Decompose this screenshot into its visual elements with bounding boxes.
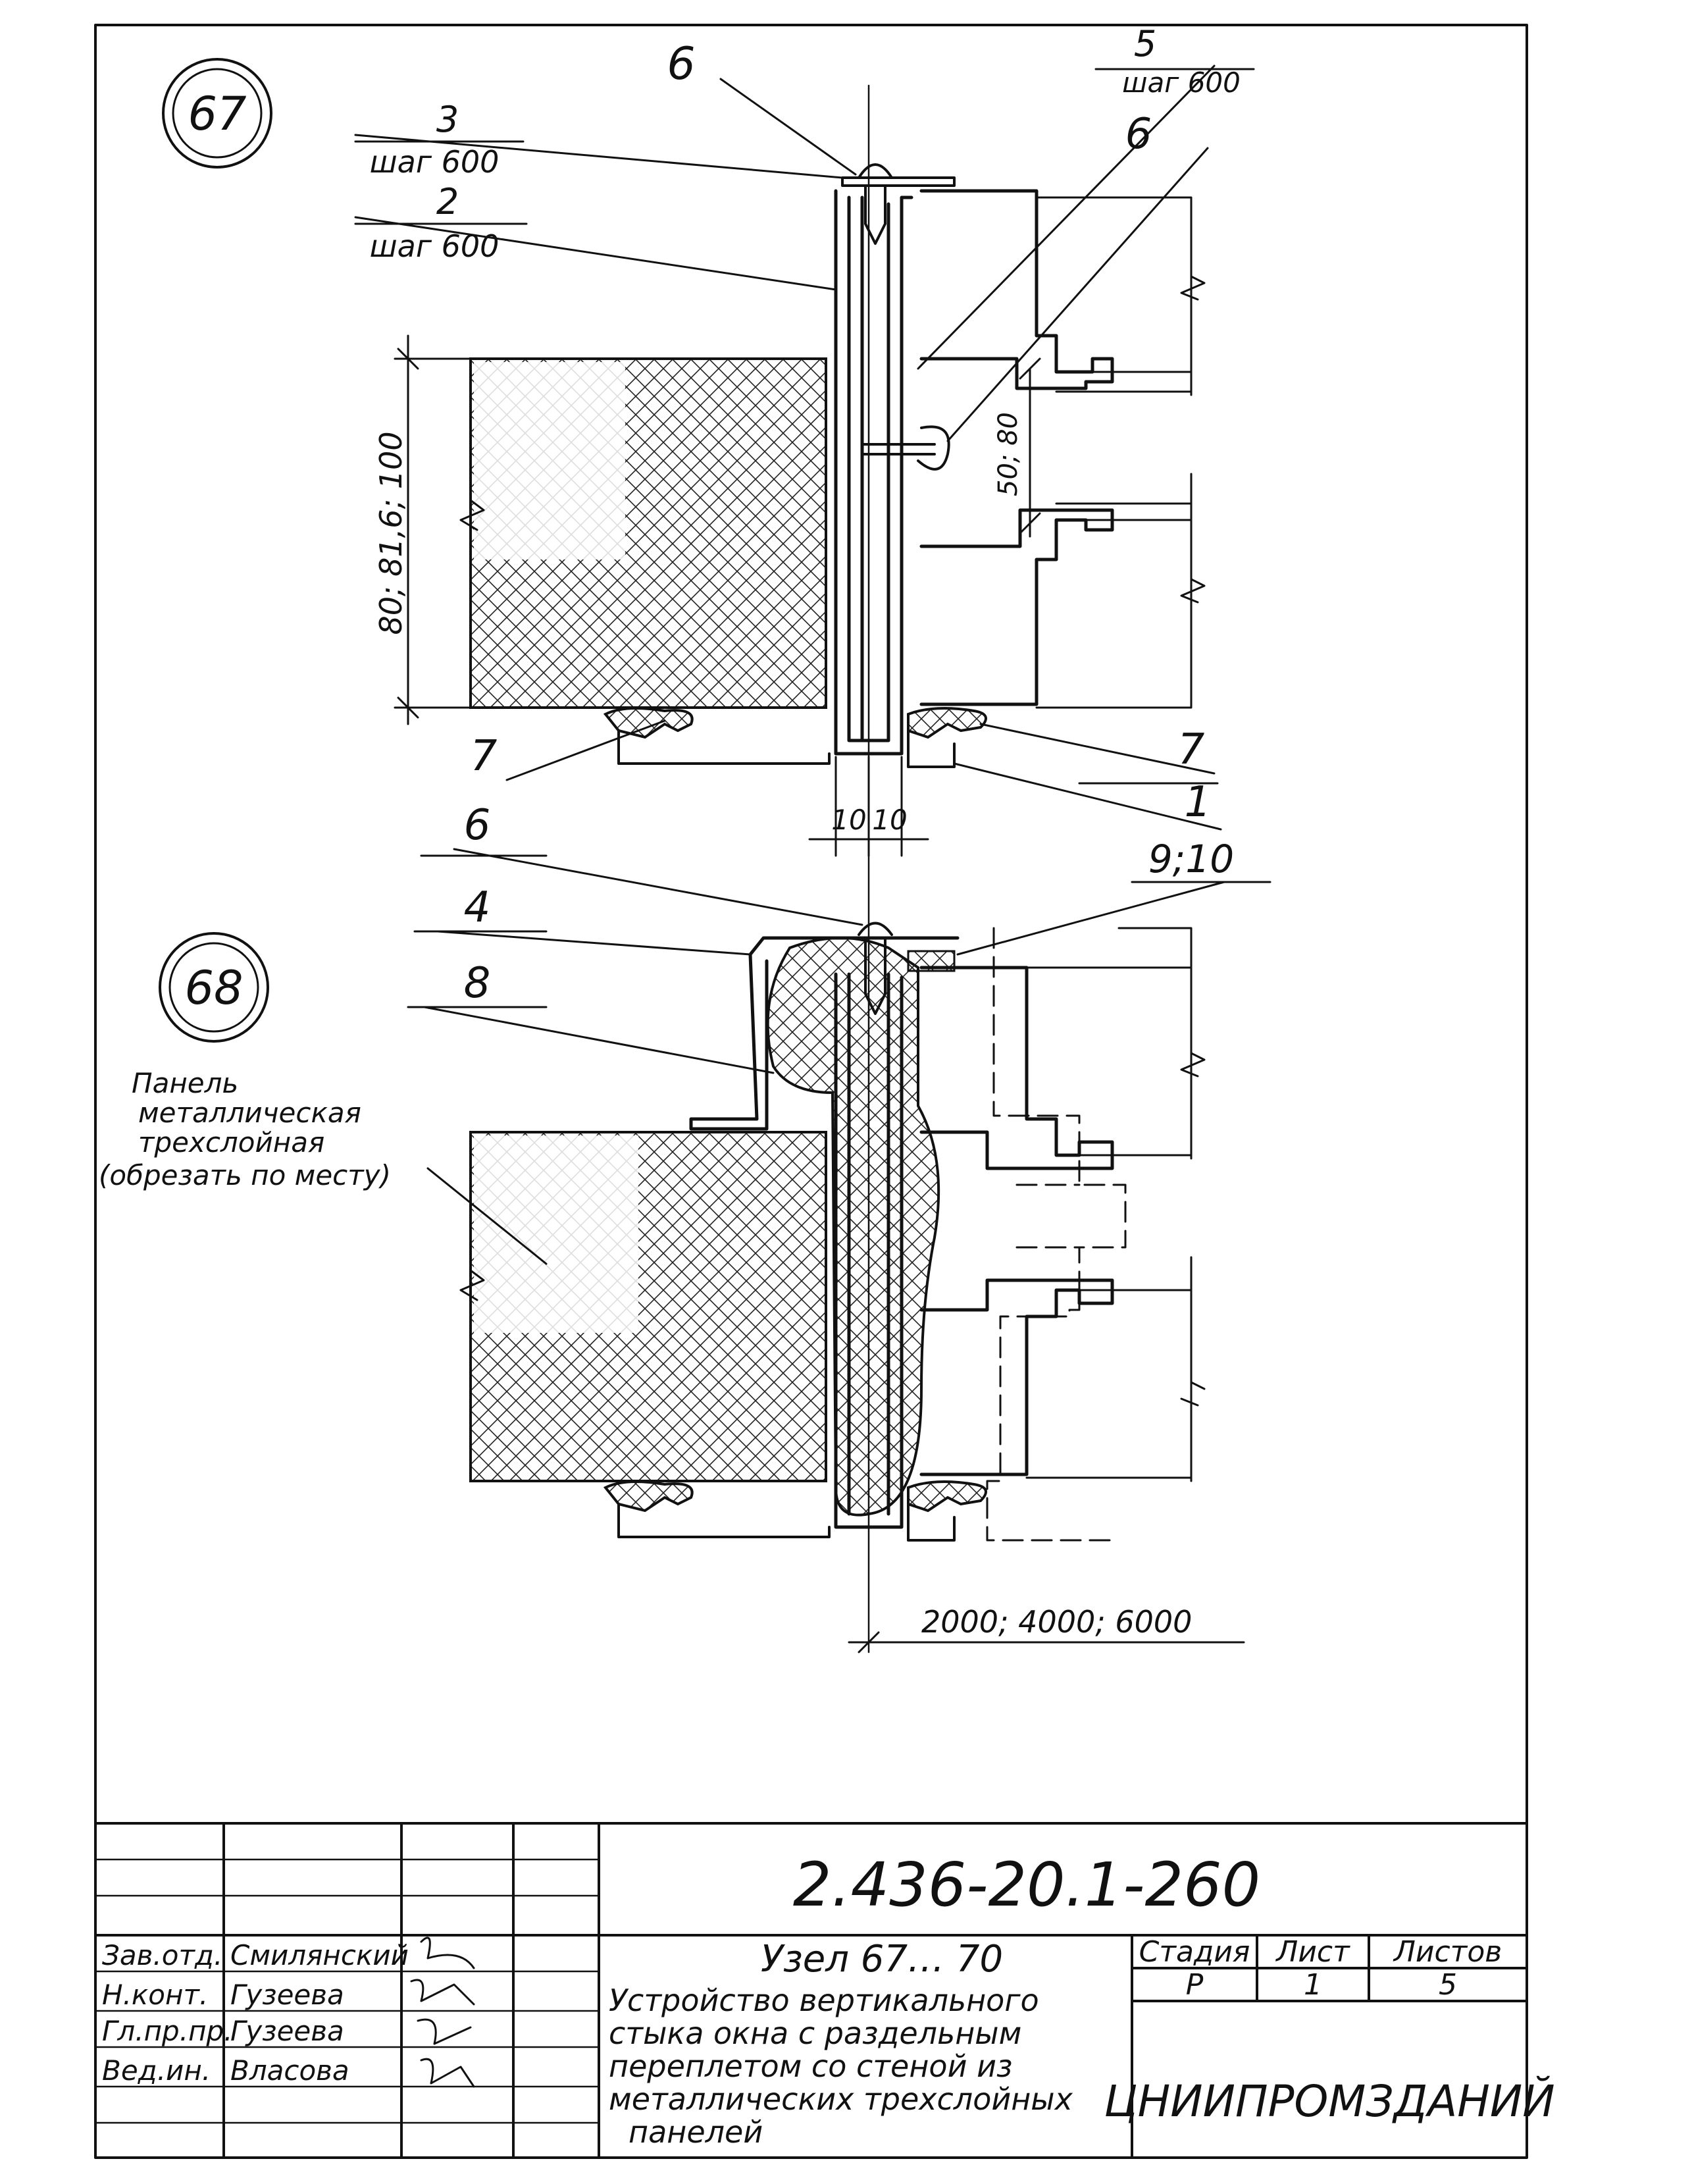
leaders-67 [354, 65, 1222, 831]
seal-left-67 [603, 707, 694, 739]
label-6-68: 6 [464, 801, 491, 850]
flashing-68 [689, 936, 960, 1131]
anchor-bolt-67 [861, 425, 950, 471]
organization-name: ЦНИИПРОМЗДАНИЙ [1104, 2075, 1554, 2127]
title-block-grid [94, 1822, 1528, 2159]
document-code: 2.436-20.1-260 [793, 1850, 1260, 1920]
screw-68 [858, 922, 893, 1015]
detail-67-circle-outer [162, 58, 272, 169]
dim-width-text-68: 2000; 4000; 6000 [921, 1604, 1192, 1640]
sash-lower-67 [919, 508, 1114, 706]
desc-line-2: стыка окна с раздельным [609, 2015, 1021, 2051]
label-910-68: 9;10 [1148, 837, 1234, 881]
panel-note-line-4: (обрезать по месту) [99, 1159, 391, 1191]
detail-68-number: 68 [184, 961, 243, 1015]
desc-line-5: панелей [629, 2114, 763, 2150]
seal-right-68 [907, 1480, 987, 1513]
dim-10-left-67: 10 [831, 804, 866, 836]
label-underlines-67 [354, 68, 1255, 785]
frame-lines-68 [1025, 927, 1193, 1482]
label-3-67: 3 [436, 99, 459, 140]
bottom-profile-67 [617, 729, 956, 768]
label-6-top-67: 6 [667, 38, 695, 90]
stage-value: Р [1186, 1968, 1204, 2002]
label-1-67: 1 [1185, 778, 1212, 827]
title-block-rows [94, 1858, 600, 2124]
name-3: Гузеева [230, 2015, 344, 2047]
sash-upper-67 [919, 189, 1114, 390]
dim-gap-67 [1019, 357, 1041, 538]
dim-height-text-67: 80; 81,6; 100 [373, 432, 409, 635]
screw-67 [841, 163, 956, 245]
role-1: Зав.отд. [102, 1939, 222, 1971]
label-3-step-67: шаг 600 [370, 144, 500, 180]
desc-line-1: Устройство вертикального [609, 1983, 1039, 2018]
panel-note-line-1: Панель [132, 1067, 238, 1099]
panel-light-area-68 [474, 1135, 638, 1333]
label-8-68: 8 [464, 959, 491, 1008]
sash-lower-68 [919, 1278, 1114, 1476]
label-2-step-67: шаг 600 [370, 228, 500, 264]
panel-light-area-67 [474, 362, 625, 559]
sheet-header: Лист [1275, 1935, 1350, 1969]
name-4: Власова [230, 2054, 349, 2087]
detail-68-circle-outer [159, 932, 269, 1043]
signature-marks [410, 1937, 475, 2088]
sheets-header: Листов [1393, 1935, 1502, 1969]
detail-67: 67 6 3 шаг 600 2 шаг 600 5 шаг 600 6 [162, 23, 1255, 857]
label-7-right-67: 7 [1178, 725, 1205, 774]
label-6-right-67: 6 [1125, 110, 1152, 159]
name-2: Гузеева [230, 1979, 344, 2011]
leaders-68 [423, 848, 1225, 1265]
name-1: Смилянский [230, 1939, 409, 1971]
sheet-number: 1 [1304, 1968, 1322, 2002]
panel-note-line-3: трехслойная [138, 1126, 324, 1158]
dim-height-67 [394, 334, 485, 725]
panel-note-line-2: металлическая [138, 1097, 361, 1129]
vertical-profile-67 [834, 189, 913, 756]
detail-67-number: 67 [188, 87, 246, 141]
stage-header: Стадия [1139, 1935, 1250, 1969]
label-5-67: 5 [1134, 23, 1156, 65]
dim-width-68 [848, 1631, 1245, 1653]
sheet-title: Узел 67… 70 [761, 1938, 1003, 1981]
label-underlines-68 [407, 854, 1271, 1008]
detail-68-circle-inner [168, 942, 259, 1033]
label-7-left-67: 7 [471, 732, 498, 781]
dashed-frame-68 [986, 927, 1127, 1542]
sheet-frame [94, 24, 1528, 2159]
detail-68: 68 6 4 8 9;10 Панель металлическая [99, 84, 1271, 1653]
break-mark-67 [1180, 275, 1206, 604]
seal-right-67 [907, 707, 987, 739]
role-2: Н.конт. [102, 1979, 208, 2011]
seal-left-68 [603, 1480, 694, 1513]
detail-67-circle-inner [172, 68, 263, 159]
sealant-mass-68 [766, 937, 940, 1517]
dim-gap-text-67: 50; 80 [993, 412, 1023, 496]
bottom-profile-68 [617, 1503, 956, 1542]
role-3: Гл.пр.пр. [102, 2015, 233, 2047]
label-5-step-67: шаг 600 [1122, 66, 1241, 99]
break-mark-68 [459, 1052, 1206, 1407]
desc-line-3: переплетом со стеной из [609, 2048, 1012, 2084]
sash-upper-68 [919, 966, 1114, 1170]
dim-10-right-67: 10 [872, 804, 907, 836]
role-4: Вед.ин. [102, 2054, 211, 2087]
sheets-total: 5 [1439, 1968, 1457, 2002]
label-2-67: 2 [436, 181, 459, 222]
label-4-68: 4 [464, 883, 491, 932]
desc-line-4: металлических трехслойных [609, 2081, 1073, 2117]
title-block: 2.436-20.1-260 Зав.отд. Смилянский Н.кон… [94, 1822, 1555, 2159]
frame-lines-67 [1035, 196, 1193, 709]
